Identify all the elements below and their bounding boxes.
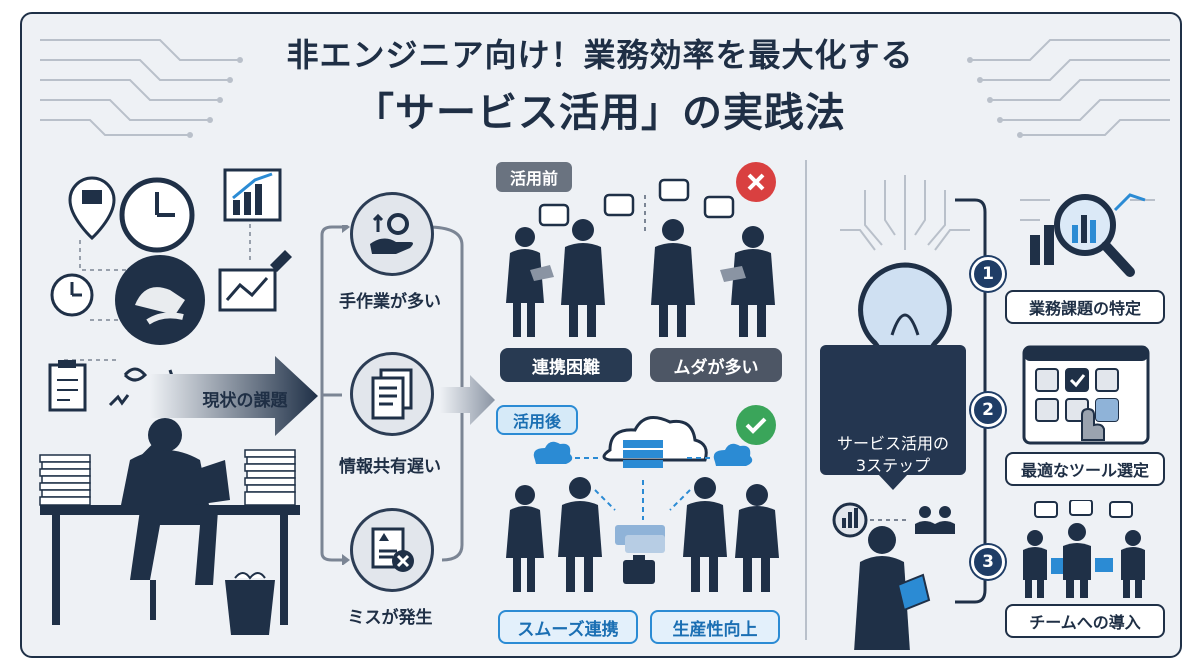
step-label-2: 最適なツール選定 [1005,452,1165,486]
stressed-worker-scene [39,168,300,635]
step-label-1: 業務課題の特定 [1005,290,1165,324]
after-team-scene [506,416,779,592]
error-document-icon [350,508,434,592]
before-team-scene [506,178,775,337]
problem-label-1: 手作業が多い [339,292,441,312]
after-tag: 活用後 [496,405,578,435]
presenter-scene [832,502,955,650]
team-icon [1023,500,1145,598]
magnifier-chart-icon [1020,193,1155,277]
steps-summary-box [820,345,966,475]
tool-grid-icon [1022,345,1150,445]
step-label-3: チームへの導入 [1005,604,1165,638]
after-pill-1: スムーズ連携 [498,610,638,644]
problem-label-2: 情報共有遅い [339,457,441,477]
before-tag: 活用前 [496,162,572,192]
flow-arrow-right [440,375,495,425]
after-pill-2: 生産性向上 [650,610,780,644]
before-pill-2: ムダが多い [650,348,782,382]
current-issue-arrow [150,356,318,436]
title-line-1: 非エンジニア向け！業務効率を最大化する [286,36,914,74]
steps-box-line-2: 3ステップ [855,456,931,475]
check-mark-icon [736,405,776,445]
problem-label-3: ミスが発生 [347,608,433,628]
step-number-2: 2 [971,393,1005,427]
title-line-2: 「サービス活用」の実践法 [354,90,846,136]
box-pointer [878,474,908,490]
documents-icon [350,352,434,436]
circuit-decoration-left [40,39,243,138]
section-divider [805,160,807,640]
steps-box-line-1: サービス活用の [836,434,949,453]
circuit-decoration-right [967,39,1170,138]
hand-gear-icon [350,192,434,276]
current-issue-label: 現状の課題 [202,391,288,411]
step-number-1: 1 [971,257,1005,291]
before-pill-1: 連携困難 [500,348,632,382]
x-mark-icon [736,162,776,202]
step-number-3: 3 [971,545,1005,579]
